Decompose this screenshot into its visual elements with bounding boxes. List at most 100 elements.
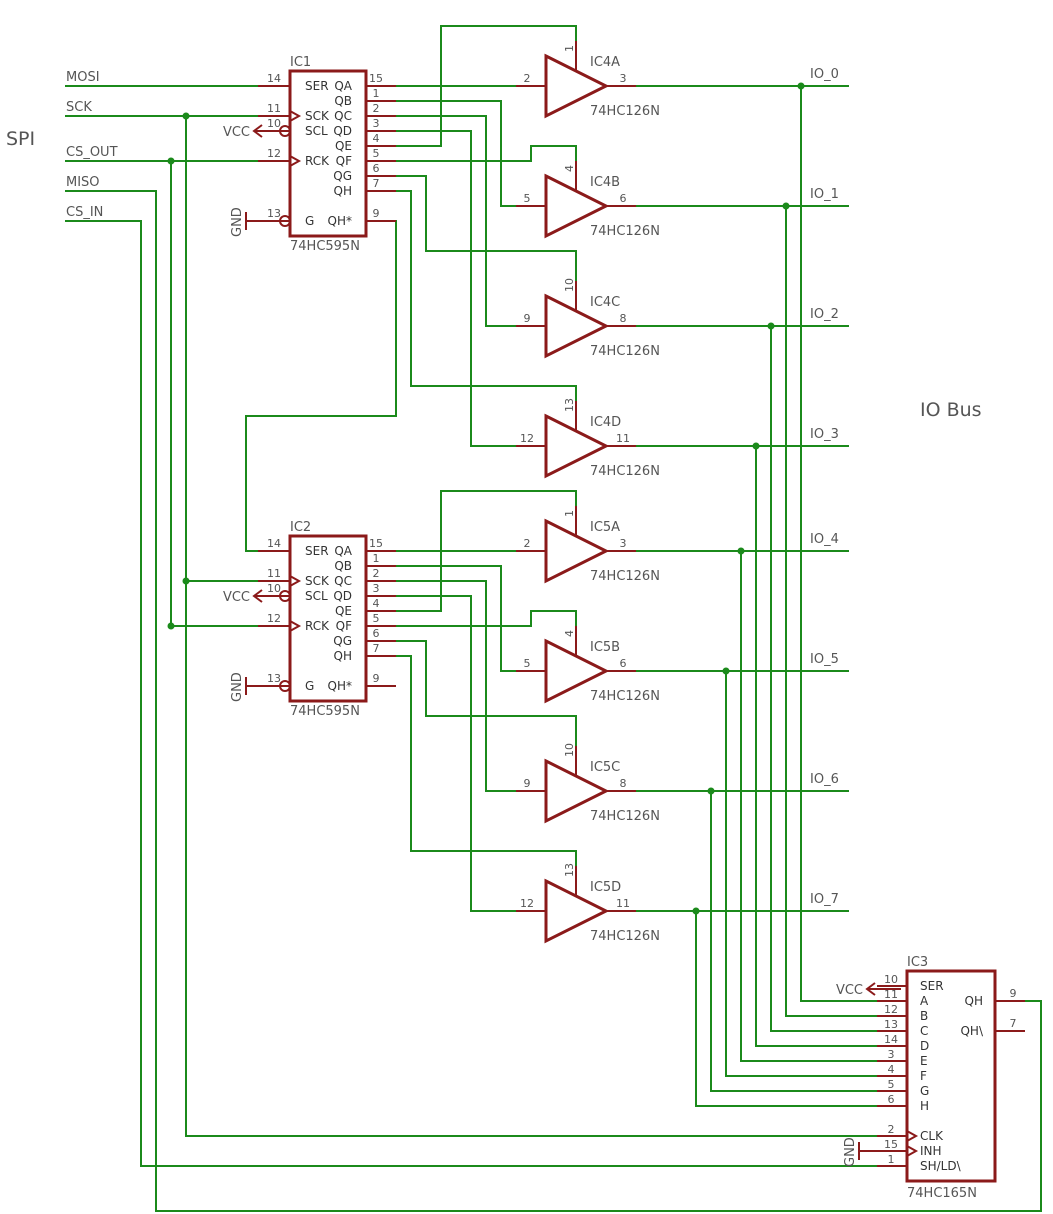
input-register-type: 74HC165N [907,1186,977,1201]
buffer-en-number: 10 [563,278,576,292]
pin-name: QB [334,559,352,573]
vcc-label: VCC [836,983,863,998]
pin-number: 3 [373,582,380,595]
clock-marker [289,620,302,632]
pin-number: 11 [267,567,281,580]
wire [785,205,878,1017]
vcc-label: VCC [223,125,250,140]
wire [740,550,878,1062]
io-bus-label: IO Bus [920,399,982,421]
gnd-label: GND [843,1137,858,1167]
buffer-en-number: 4 [563,165,576,172]
buffer-in-number: 5 [524,192,531,205]
pin-number: 2 [373,567,380,580]
buffer-en-number: 1 [563,510,576,517]
pin-name: QH* [328,214,352,228]
pin-name: SH/LD\ [920,1159,962,1173]
pin-name: QC [334,574,352,588]
buffer-out-number: 3 [620,72,627,85]
pin-name: E [920,1054,928,1068]
pin-number: 2 [373,102,380,115]
wire [770,325,878,1032]
wire [395,490,577,612]
buffer-en-number: 10 [563,743,576,757]
junction-dot [752,442,760,450]
parts [245,41,1025,1183]
wire [395,145,577,162]
io-net-label: IO_0 [810,67,839,82]
buffer-type: 74HC126N [590,104,660,119]
buffer-ref: IC4D [590,415,621,430]
pin-number: 9 [1010,987,1017,1000]
spi-net-label: CS_OUT [66,145,118,160]
pin-number: 15 [884,1138,898,1151]
pin-name: QA [334,544,352,558]
wire [695,910,878,1107]
spi-net-label: MISO [66,175,100,190]
vcc-label: VCC [223,590,250,605]
wire [395,565,517,672]
pin-number: 11 [267,102,281,115]
wire [395,640,577,747]
wire-sck-ic2 [185,115,259,582]
buffer-en-number: 1 [563,45,576,52]
clock-marker [289,110,302,122]
pin-number: 13 [267,207,281,220]
pin-number: 1 [373,552,380,565]
pin-number: 10 [267,582,281,595]
buffer-ref: IC5D [590,880,621,895]
buffer-in-number: 2 [524,537,531,550]
junction-dot [767,322,775,330]
shift-register-ref: IC2 [290,520,311,535]
wire-cascade [245,220,397,552]
pin-name: SER [305,544,329,558]
junction-dot [182,112,190,120]
pin-number: 6 [373,162,380,175]
clock-marker [906,1130,919,1142]
wire [395,610,577,627]
junction-dot [182,577,190,585]
buffer-in-number: 9 [524,312,531,325]
pin-number: 1 [373,87,380,100]
buffer-type: 74HC126N [590,464,660,479]
buffer-out-number: 8 [620,777,627,790]
pin-name: C [920,1024,928,1038]
io-net-label: IO_6 [810,772,839,787]
pin-name: QB [334,94,352,108]
clock-marker [289,575,302,587]
buffer-out-number: 8 [620,312,627,325]
pin-number: 2 [888,1123,895,1136]
wire [395,175,577,282]
pin-name: D [920,1039,929,1053]
buffer-type: 74HC126N [590,344,660,359]
vcc-arrow [252,124,263,138]
pin-name: QF [336,619,352,633]
pin-name: QD [333,589,352,603]
vcc-arrow [865,982,876,996]
buffer-en-number: 13 [563,863,576,877]
pin-name: QG [333,634,352,648]
buffer-out-number: 6 [620,657,627,670]
shift-register-body [288,534,368,703]
pin-number: 12 [267,612,281,625]
buffer-ref: IC5A [590,520,620,535]
pin-name: H [920,1099,929,1113]
pin-name: SCK [305,574,330,588]
pin-number: 13 [884,1018,898,1031]
pin-number: 1 [888,1153,895,1166]
pin-name: G [920,1084,929,1098]
buffer-out-number: 11 [616,897,630,910]
buffer-ref: IC4B [590,175,620,190]
wire [395,580,517,792]
pin-name: SCL [305,589,328,603]
pin-name: QA [334,79,352,93]
pin-name: SCK [305,109,330,123]
pin-name: RCK [305,154,330,168]
pin-number: 3 [373,117,380,130]
buffer-type: 74HC126N [590,569,660,584]
pin-name: G [305,214,314,228]
pin-number: 10 [884,973,898,986]
pin-name: QH [965,994,983,1008]
pin-name: SER [920,979,944,993]
